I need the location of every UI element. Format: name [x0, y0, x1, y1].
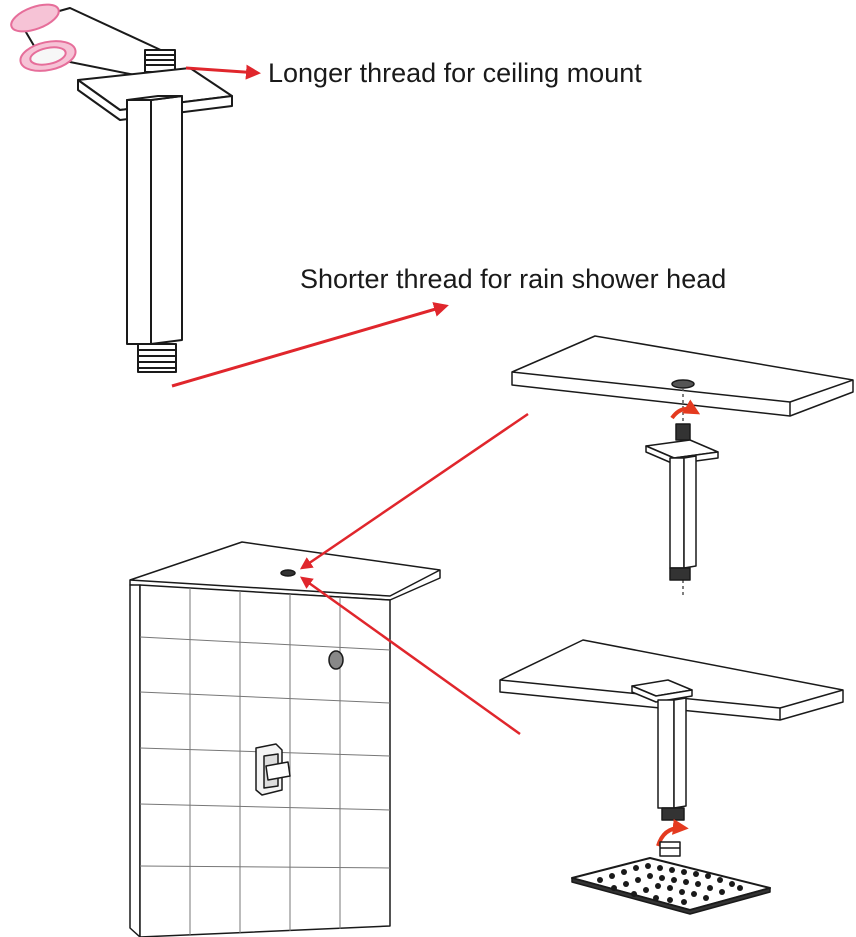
upper-thread: [144, 49, 176, 73]
square-arm: [126, 95, 183, 345]
longer-thread-arrow: [185, 64, 261, 80]
bathroom-wall: [129, 541, 441, 937]
ceiling-mount-step: [511, 335, 854, 596]
head-mount-step: [499, 639, 844, 915]
mounting-plate: [77, 67, 233, 121]
arm-to-ceiling-arrow: [299, 412, 529, 570]
shorter-thread-label: Shorter thread for rain shower head: [300, 264, 726, 294]
shower-valve-icon: [255, 743, 291, 796]
head-to-ceiling-arrow: [299, 576, 521, 736]
shorter-thread-arrow: [171, 302, 449, 388]
shower-arm-mounted: [631, 679, 693, 821]
ceiling-panel-lower: [499, 639, 844, 721]
curved-rotation-arrow-icon: [670, 399, 701, 420]
shower-arm-small: [645, 423, 719, 581]
curved-rotation-arrow-icon-lower: [656, 818, 689, 847]
longer-thread-label: Longer thread for ceiling mount: [268, 58, 642, 88]
ceiling-panel: [511, 335, 854, 417]
rain-shower-head: [571, 841, 771, 915]
wall-outlet-icon: [328, 650, 344, 670]
teflon-tape-roll-icon: [10, 3, 166, 79]
shower-arm-detail: [10, 3, 233, 373]
lower-thread: [137, 343, 177, 373]
